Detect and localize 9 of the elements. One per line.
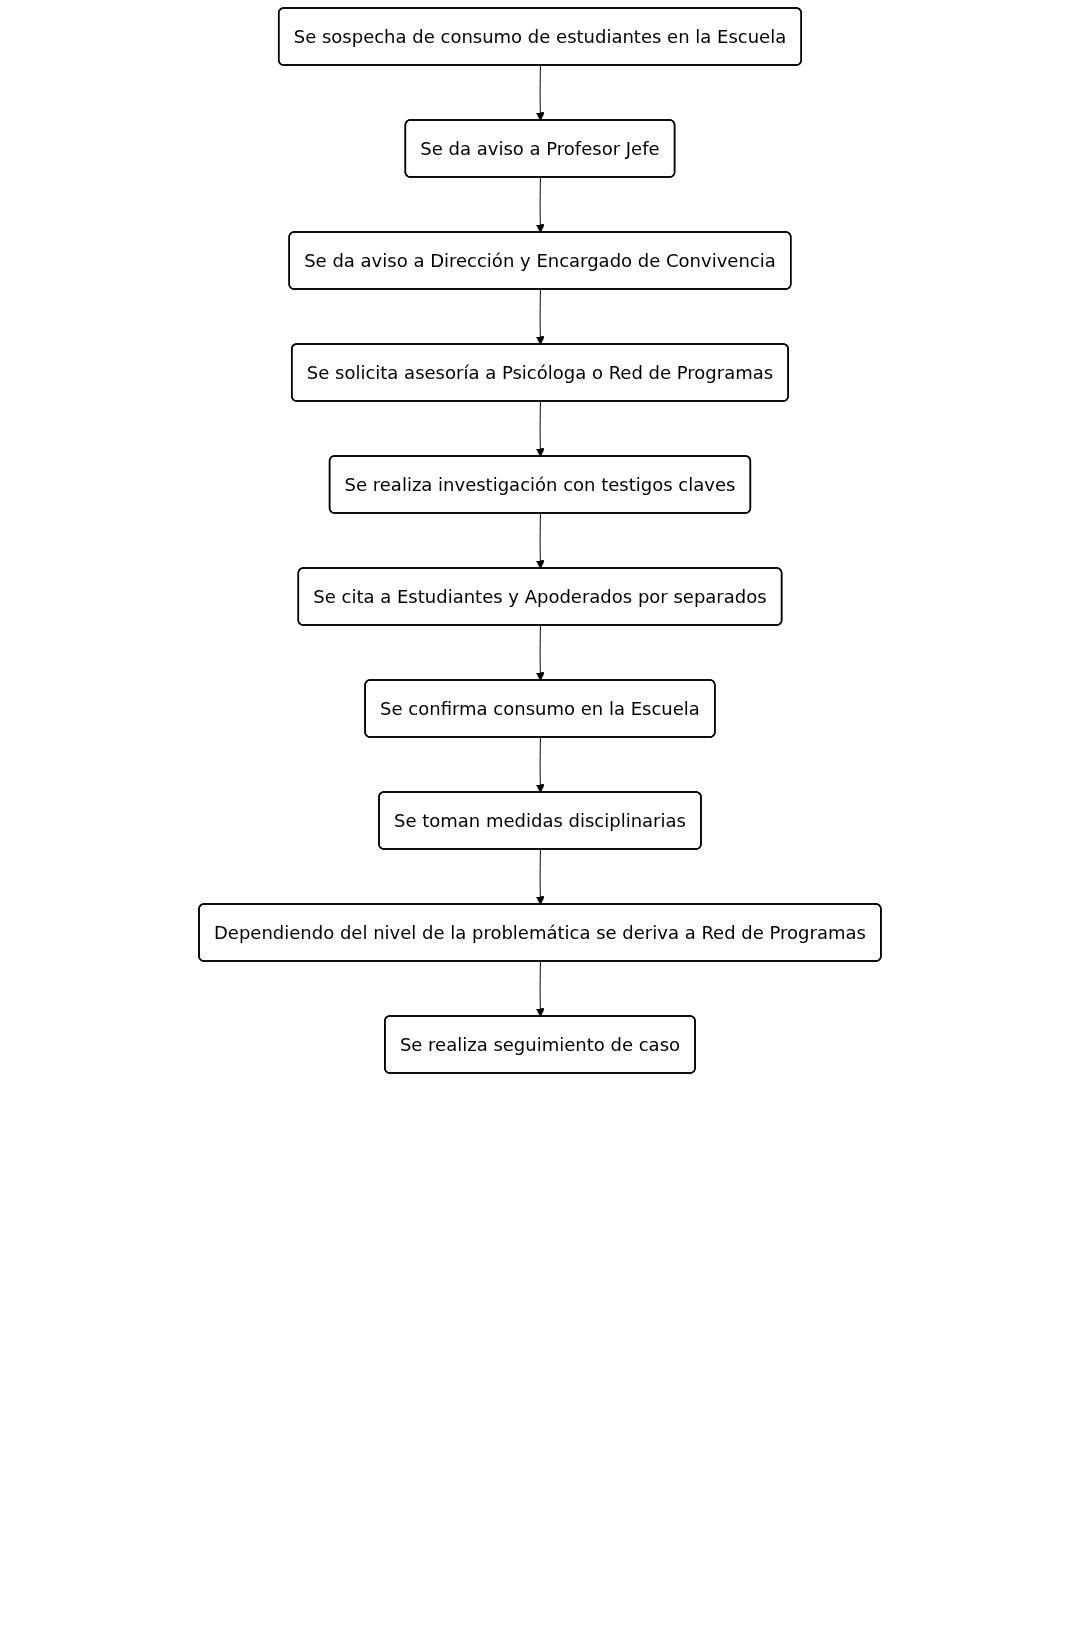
arrow xyxy=(535,65,545,121)
arrow xyxy=(535,401,545,457)
arrow xyxy=(535,737,545,793)
arrow xyxy=(535,961,545,1017)
arrow xyxy=(535,289,545,345)
arrow xyxy=(535,177,545,233)
arrow xyxy=(535,625,545,681)
arrow xyxy=(535,849,545,905)
arrow xyxy=(535,513,545,569)
